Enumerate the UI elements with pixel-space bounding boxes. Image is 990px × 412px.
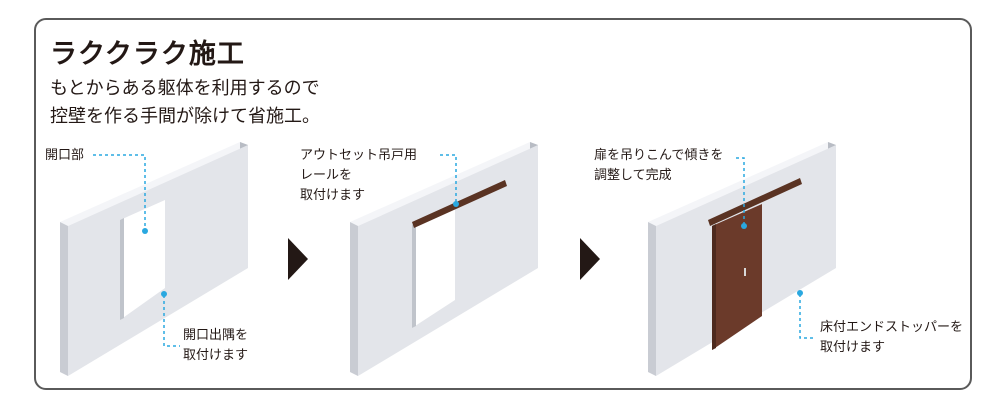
callout-door-hang: 扉を吊りこんで傾きを 調整して完成 bbox=[594, 146, 723, 186]
callout-stopper-line-2: 取付けます bbox=[820, 340, 886, 355]
door-handle bbox=[744, 268, 746, 276]
leader-dot-corner bbox=[161, 291, 167, 297]
wall-panel-2 bbox=[350, 142, 538, 376]
callout-stopper-line-1: 床付エンドストッパーを bbox=[820, 320, 964, 335]
callout-rail-line-1: アウトセット吊戸用 bbox=[300, 148, 418, 163]
callout-opening-line-1: 開口部 bbox=[45, 148, 85, 163]
step-arrow-1 bbox=[288, 238, 308, 280]
step-arrow-2 bbox=[580, 238, 600, 280]
leader-lines-panel-1 bbox=[93, 154, 180, 347]
leader-dot-rail bbox=[453, 201, 459, 207]
outset-rail bbox=[412, 180, 507, 228]
callout-rail-line-3: 取付けます bbox=[300, 188, 366, 203]
callout-rail: アウトセット吊戸用 レールを 取付けます bbox=[300, 146, 417, 206]
content-frame bbox=[34, 18, 972, 390]
wall-panel-3 bbox=[648, 142, 836, 376]
leader-lines-panel-2 bbox=[440, 154, 457, 204]
callout-corner-line-2: 取付けます bbox=[183, 348, 249, 363]
callout-rail-line-2: レールを bbox=[300, 168, 353, 183]
callout-end-stopper: 床付エンドストッパーを 取付けます bbox=[820, 318, 963, 358]
leader-dot-door bbox=[741, 223, 747, 229]
callout-corner-trim: 開口出隅を 取付けます bbox=[183, 326, 248, 366]
leader-lines-panel-3 bbox=[736, 157, 816, 339]
callout-opening: 開口部 bbox=[45, 146, 84, 166]
leader-dot-stopper bbox=[797, 290, 803, 296]
callout-corner-line-1: 開口出隅を bbox=[183, 328, 249, 343]
sliding-door bbox=[712, 204, 762, 350]
description-line-2: 控壁を作る手間が除けて省施工。 bbox=[50, 106, 320, 127]
door-opening bbox=[120, 200, 165, 320]
callout-door-line-1: 扉を吊りこんで傾きを bbox=[594, 148, 724, 163]
page-title: ラククラク施工 bbox=[50, 39, 245, 70]
callout-door-line-2: 調整して完成 bbox=[594, 168, 672, 183]
wall-panel-1 bbox=[60, 142, 248, 376]
leader-dot-opening bbox=[142, 228, 148, 234]
description-line-1: もとからある躯体を利用するので bbox=[50, 78, 320, 99]
